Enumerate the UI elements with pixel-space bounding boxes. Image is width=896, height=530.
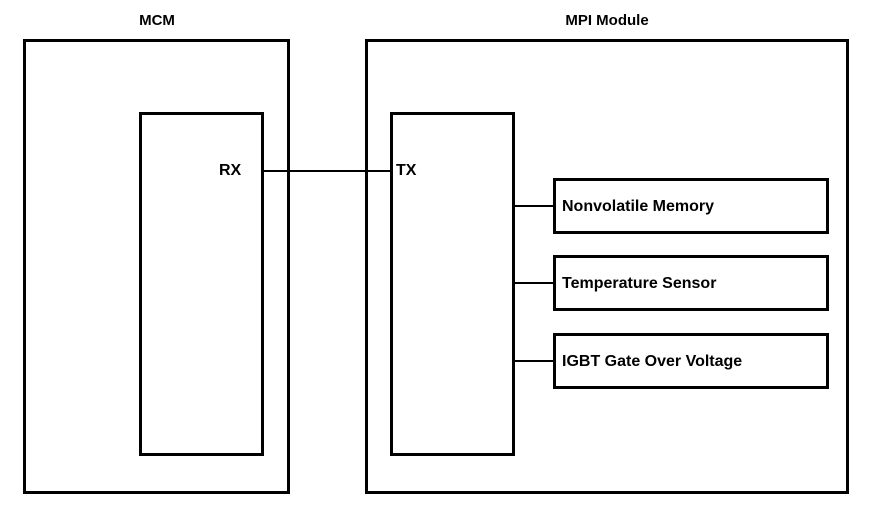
tx-to-igbt-gate-over-voltage-link (513, 360, 555, 362)
nonvolatile-memory-label: Nonvolatile Memory (562, 198, 715, 215)
rx-port (139, 112, 264, 456)
tx-port (390, 112, 515, 456)
mpi-module-title: MPI Module (565, 12, 649, 29)
rx-port-label: RX (219, 162, 242, 179)
tx-to-nonvolatile-memory-link (513, 205, 555, 207)
mpi-module-container (365, 39, 849, 494)
mcm-title: MCM (139, 12, 175, 29)
igbt-gate-over-voltage-block (553, 333, 829, 389)
temperature-sensor-block (553, 255, 829, 311)
temperature-sensor-label: Temperature Sensor (562, 275, 717, 292)
mcm-container (23, 39, 290, 494)
rx-to-tx-link (261, 170, 392, 172)
igbt-gate-over-voltage-label: IGBT Gate Over Voltage (562, 353, 743, 370)
tx-to-temperature-sensor-link (513, 282, 555, 284)
tx-port-label: TX (396, 162, 417, 179)
